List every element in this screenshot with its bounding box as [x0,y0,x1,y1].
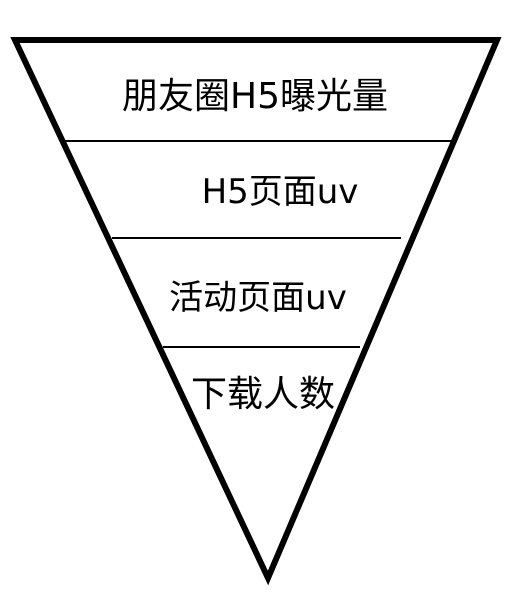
stage-label-1: 朋友圈H5曝光量 [122,76,388,117]
funnel-outline [10,37,502,586]
stage-label-4: 下载人数 [191,374,335,415]
stage-label-3: 活动页面uv [169,278,347,318]
stage-label-2: H5页面uv [202,172,359,212]
